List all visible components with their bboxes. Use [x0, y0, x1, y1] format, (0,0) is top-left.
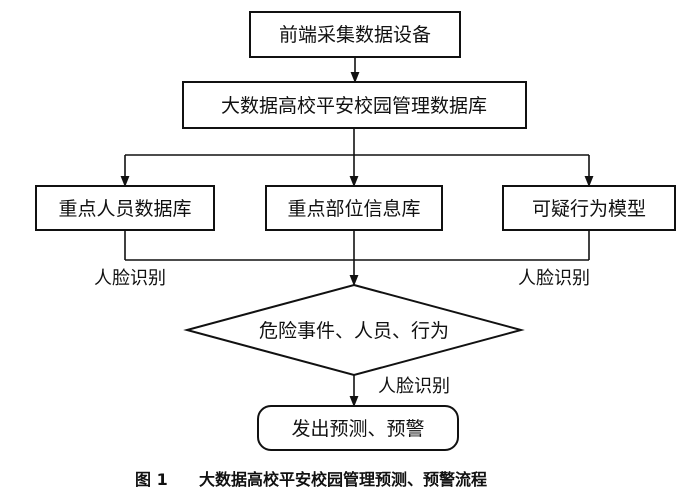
bottom-face-recognition-label: 人脸识别 — [378, 376, 450, 397]
collection-device-label: 前端采集数据设备 — [279, 24, 431, 46]
figure-number: 图 1 — [135, 470, 168, 489]
campus-database-label: 大数据高校平安校园管理数据库 — [221, 95, 487, 117]
left-face-recognition-label: 人脸识别 — [94, 268, 166, 289]
campus-database-box — [182, 81, 527, 129]
figure-title: 大数据高校平安校园管理预测、预警流程 — [199, 470, 487, 489]
suspicious-behavior-model-label: 可疑行为模型 — [532, 198, 646, 220]
warning-output-label: 发出预测、预警 — [291, 418, 424, 440]
key-location-db-label: 重点部位信息库 — [287, 198, 420, 220]
collection-device-box — [249, 11, 461, 58]
danger-decision-label: 危险事件、人员、行为 — [259, 320, 449, 342]
key-location-db-box — [265, 185, 443, 231]
right-face-recognition-label: 人脸识别 — [518, 268, 590, 289]
key-personnel-db-label: 重点人员数据库 — [58, 198, 191, 220]
